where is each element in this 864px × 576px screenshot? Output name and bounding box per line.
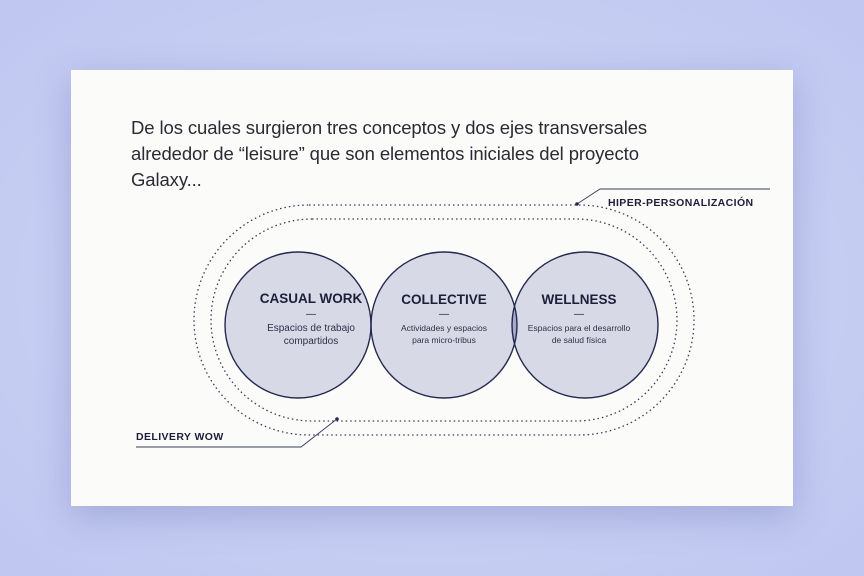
delivery-wow-leader-line bbox=[136, 418, 338, 448]
outer-dotted-ring bbox=[193, 204, 695, 436]
collective-subtitle-line-2: para micro-tribus bbox=[412, 335, 476, 345]
collective-circle bbox=[371, 252, 517, 398]
inner-dotted-ring bbox=[210, 218, 678, 422]
casual-work-subtitle-line-2: compartidos bbox=[284, 336, 338, 347]
hiper-personalizacion-label: HIPER-PERSONALIZACIÓN bbox=[608, 196, 754, 209]
collective-dash: — bbox=[439, 309, 449, 320]
wellness-title: WELLNESS bbox=[541, 292, 616, 307]
slide-headline: De los cuales surgieron tres conceptos y… bbox=[131, 117, 648, 190]
casual-work-dash: — bbox=[306, 309, 316, 320]
delivery-wow-label: DELIVERY WOW bbox=[136, 431, 224, 443]
hiper-personalizacion-leader-line bbox=[576, 188, 770, 205]
casual-work-subtitle-line-1: Espacios de trabajo bbox=[267, 323, 355, 334]
wellness-outline bbox=[511, 251, 659, 399]
wellness-subtitle-line-2: de salud física bbox=[552, 335, 607, 345]
wellness-dash: — bbox=[574, 309, 584, 320]
collective-title: COLLECTIVE bbox=[401, 292, 487, 307]
delivery-wow-anchor-dot bbox=[335, 417, 339, 421]
wellness-subtitle-line-1: Espacios para el desarrollo bbox=[528, 323, 631, 333]
hiper-personalizacion-anchor-dot bbox=[575, 202, 579, 206]
collective-outline bbox=[370, 251, 518, 399]
collective-subtitle-line-1: Actividades y espacios bbox=[401, 323, 487, 333]
wellness-circle bbox=[512, 252, 658, 398]
casual-work-circle bbox=[225, 252, 371, 398]
casual-work-title: CASUAL WORK bbox=[260, 291, 363, 306]
